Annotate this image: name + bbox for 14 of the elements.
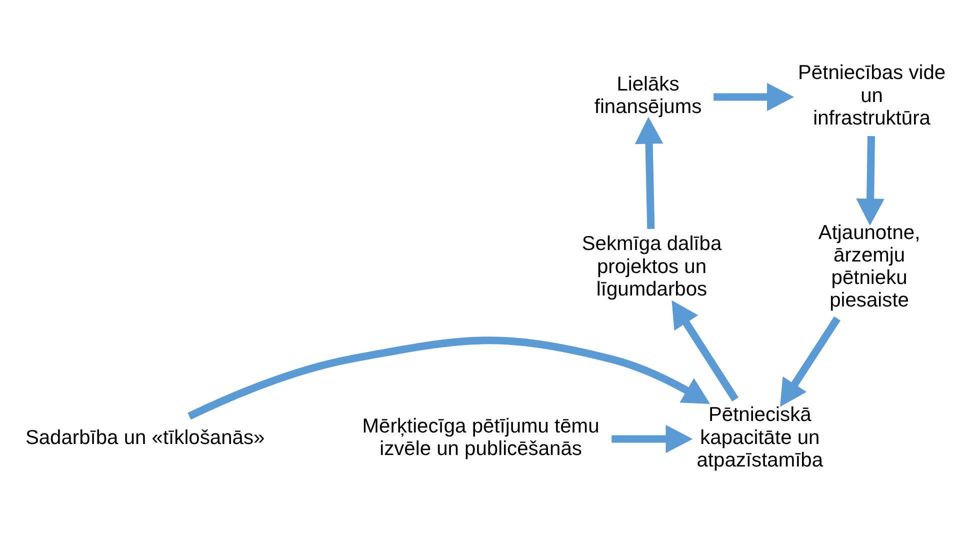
- arrow: [612, 424, 693, 454]
- node-text: Pētniecības vide un infrastruktūra: [798, 62, 946, 130]
- node-text: Sekmīga dalība projektos un līgumdarbos: [582, 233, 722, 300]
- node-text: Sadarbība un «tīklošanās»: [25, 426, 265, 449]
- arrow: [714, 82, 794, 112]
- node-text: Mērķtiecīga pētījumu tēmu izvēle un publicēšanās: [362, 415, 600, 460]
- node-text: Pētnieciskā kapacitāte un atpazīstamība: [696, 404, 824, 472]
- node-text: Lielāks finansējums: [594, 73, 702, 118]
- arrow: [188, 336, 710, 420]
- node-text: Atjaunotne, ārzemju pētnieku piesaiste: [818, 222, 920, 312]
- arrow: [672, 300, 739, 402]
- arrow: [780, 316, 841, 407]
- arrow: [634, 116, 664, 229]
- arrow: [856, 136, 884, 226]
